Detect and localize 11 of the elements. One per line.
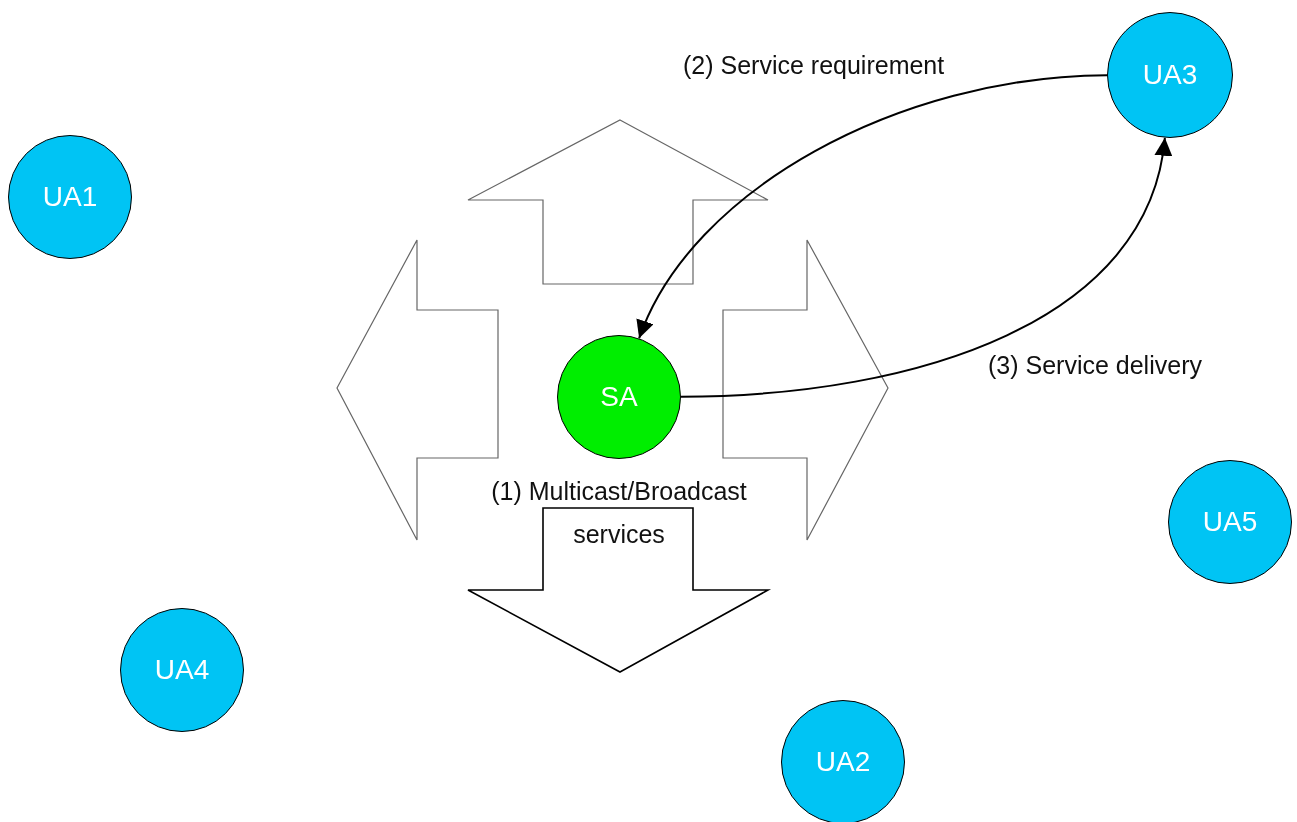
node-label: SA (600, 381, 638, 413)
edge-label: (3) Service delivery (988, 350, 1202, 380)
node-label: UA5 (1202, 506, 1258, 538)
arrow (638, 74, 1108, 340)
caption-text: (1) Multicast/Broadcast services (490, 476, 748, 550)
arrow (680, 136, 1171, 398)
node-label: UA4 (154, 654, 210, 686)
node-label: UA2 (815, 746, 871, 778)
node-label: UA3 (1142, 59, 1198, 91)
edge-label: (2) Service requirement (683, 50, 945, 80)
node-label: UA1 (42, 181, 98, 213)
